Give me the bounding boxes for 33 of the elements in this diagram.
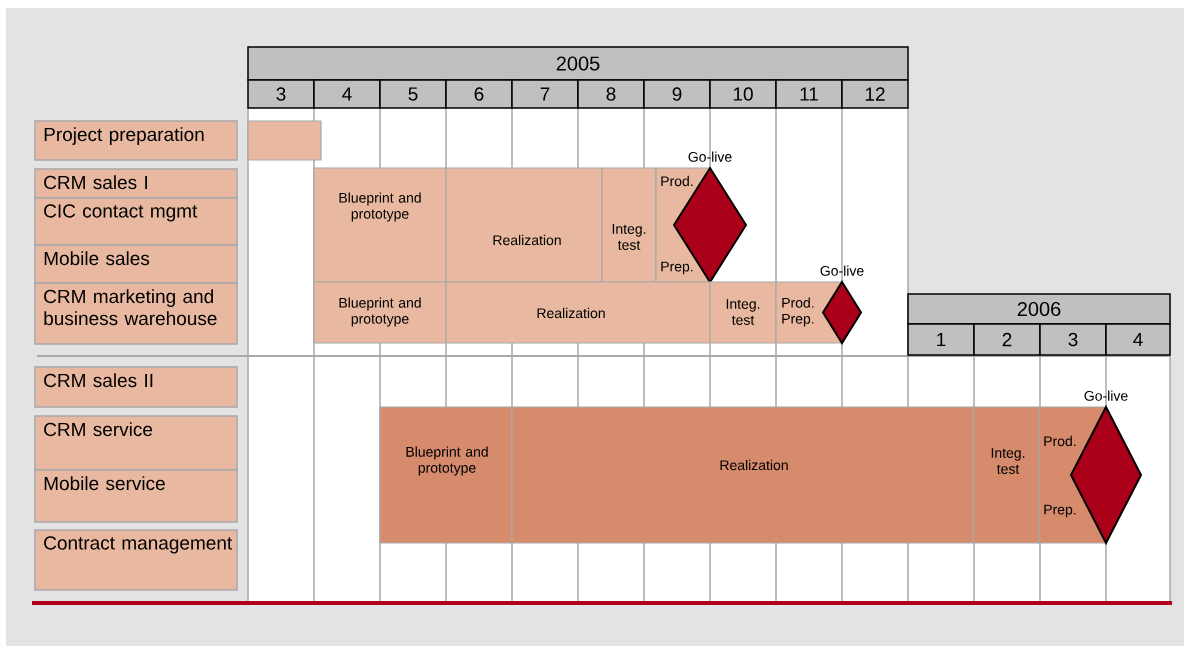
month-header: 10 xyxy=(709,79,777,109)
row-label: Contract management xyxy=(34,529,238,591)
phase-bar: Integ. test xyxy=(601,167,657,283)
milestone-label: Go-live xyxy=(1084,390,1128,401)
phase-bar: Integ. test xyxy=(972,406,1040,544)
milestone-label: Go-live xyxy=(688,151,732,162)
phase-bar: Blueprint and prototype xyxy=(313,167,447,283)
month-header: 11 xyxy=(775,79,843,109)
row-label: CIC contact mgmt xyxy=(34,197,238,246)
row-label: CRM marketing and business warehouse xyxy=(34,282,238,345)
row-label: CRM service xyxy=(34,415,238,471)
month-header: 12 xyxy=(841,79,909,109)
month-header: 1 xyxy=(907,323,975,356)
task-bar xyxy=(247,120,322,161)
month-header: 6 xyxy=(445,79,513,109)
row-label: CRM sales I xyxy=(34,168,238,199)
row-label: CRM sales II xyxy=(34,366,238,408)
month-header: 7 xyxy=(511,79,579,109)
month-header: 5 xyxy=(379,79,447,109)
month-header: 9 xyxy=(643,79,711,109)
month-header: 2 xyxy=(973,323,1041,356)
row-label: Project preparation xyxy=(34,120,238,161)
row-label: Mobile service xyxy=(34,469,238,523)
row-label: Mobile sales xyxy=(34,244,238,284)
phase-bar: Blueprint and prototype xyxy=(313,281,447,344)
month-header: 3 xyxy=(1039,323,1107,356)
phase-bar: Blueprint and prototype xyxy=(379,406,513,544)
month-header: 8 xyxy=(577,79,645,109)
month-header: 4 xyxy=(313,79,381,109)
phase-bar: Integ. test xyxy=(709,281,777,344)
month-header: 4 xyxy=(1105,323,1171,356)
milestone-label: Go-live xyxy=(820,265,864,276)
month-header: 3 xyxy=(247,79,315,109)
